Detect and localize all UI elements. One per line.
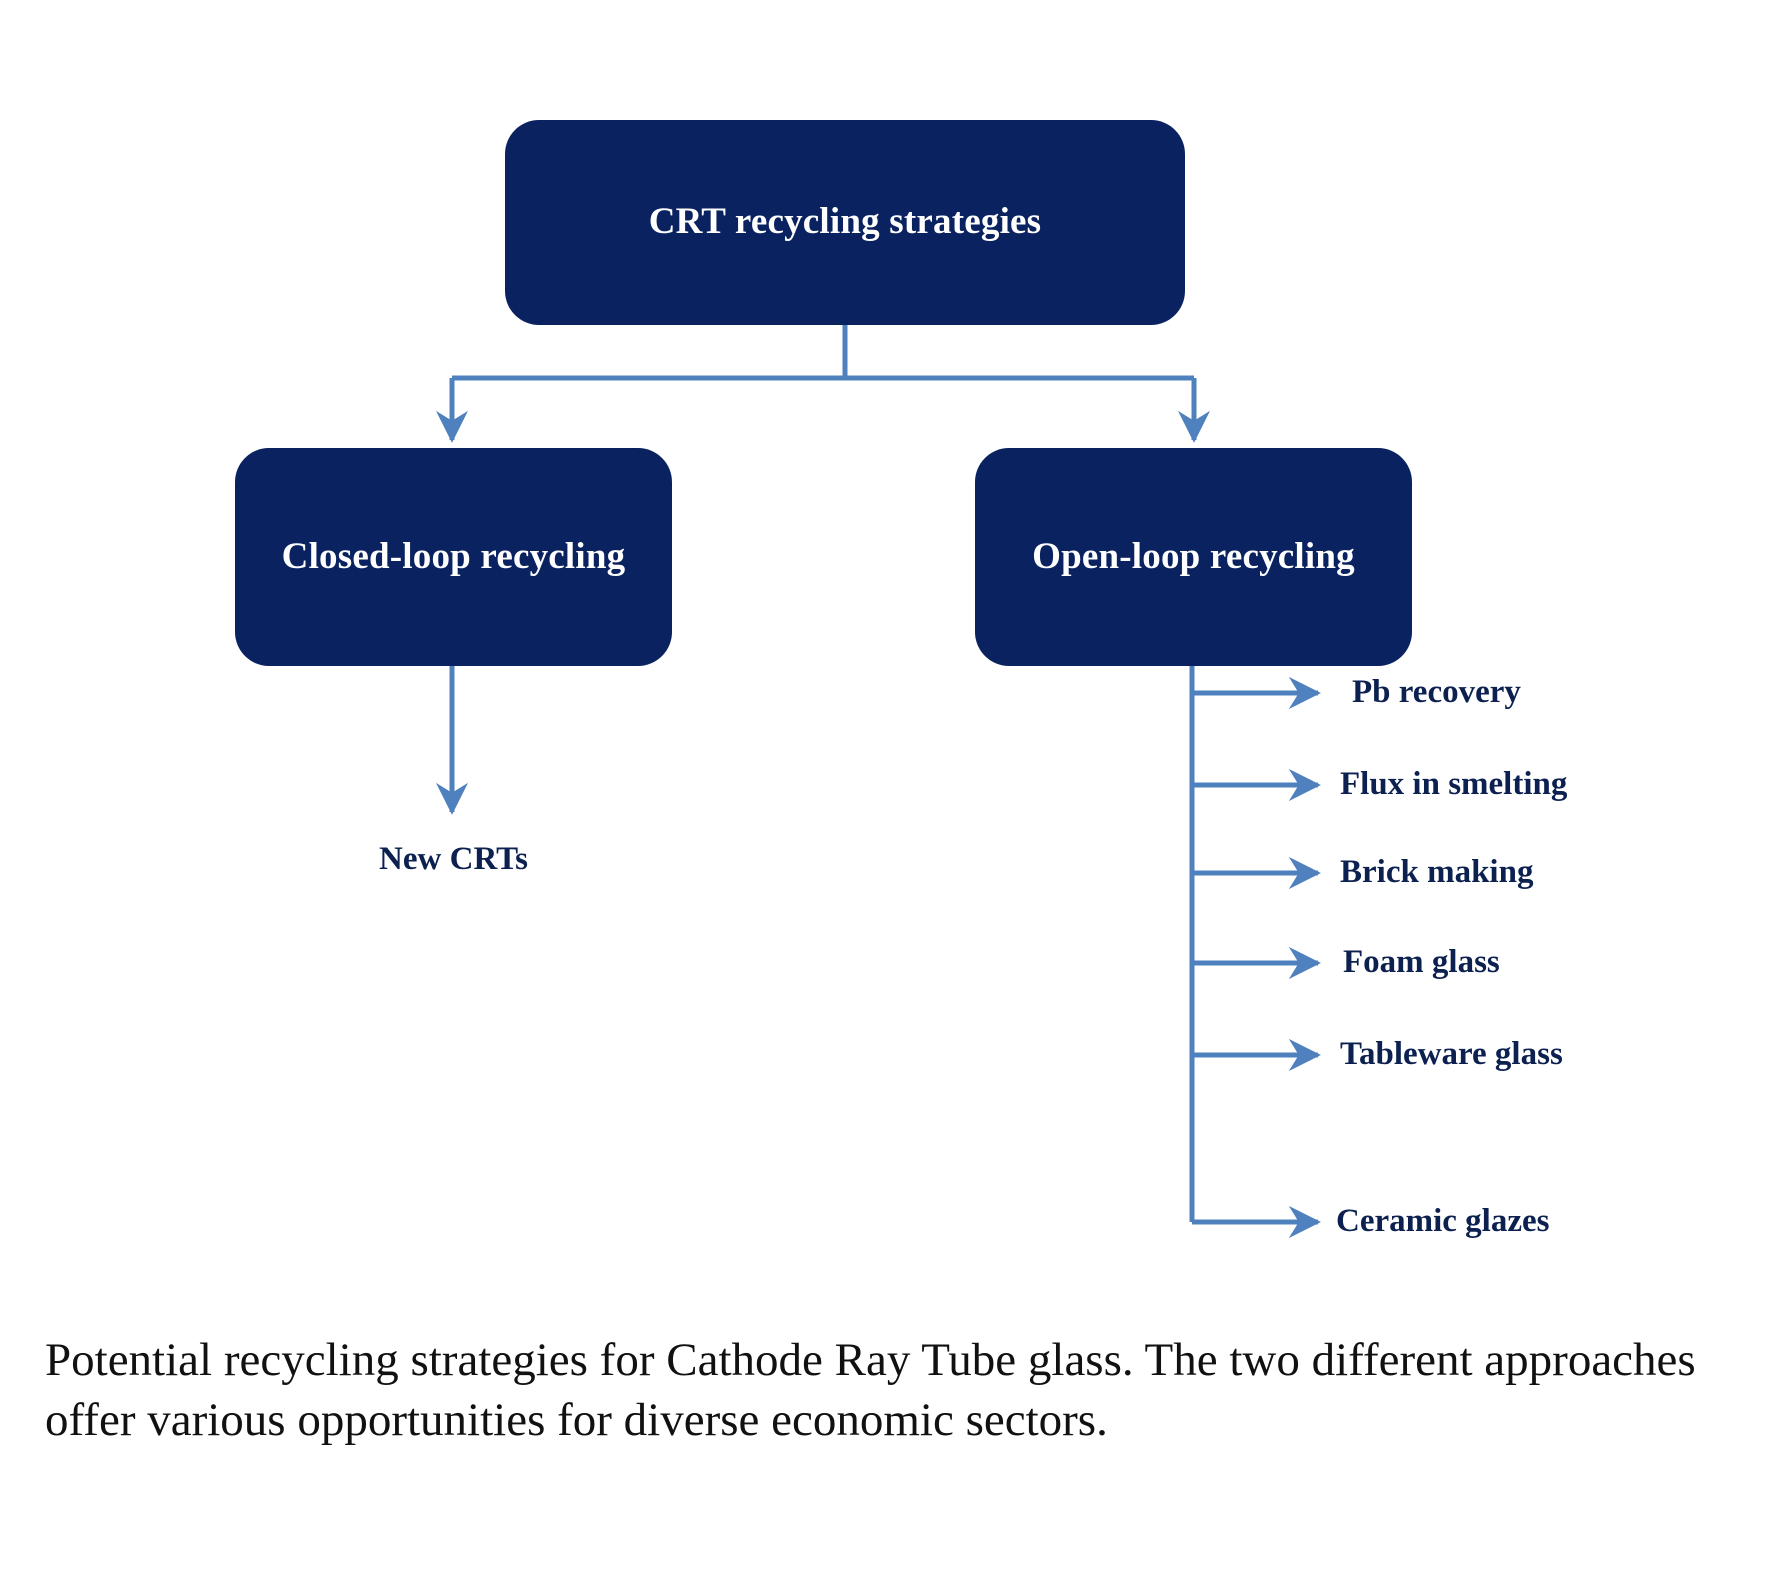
leaf-flux-in-smelting: Flux in smelting [1340, 766, 1568, 802]
figure-caption: Potential recycling strategies for Catho… [45, 1334, 1696, 1447]
node-crt-recycling-strategies-label: CRT recycling strategies [648, 201, 1042, 243]
leaf-new-crts: New CRTs [379, 841, 528, 877]
leaf-ceramic-glazes: Ceramic glazes [1336, 1203, 1550, 1239]
node-open-loop-recycling-label: Open-loop recycling [1032, 535, 1355, 577]
leaf-pb-recovery: Pb recovery [1352, 674, 1521, 710]
leaf-tableware-glass: Tableware glass [1340, 1036, 1563, 1072]
node-closed-loop-recycling[interactable]: Closed-loop recycling [235, 448, 672, 666]
node-closed-loop-recycling-label: Closed-loop recycling [281, 535, 626, 577]
leaf-foam-glass: Foam glass [1343, 944, 1500, 980]
node-open-loop-recycling[interactable]: Open-loop recycling [975, 448, 1412, 666]
node-crt-recycling-strategies[interactable]: CRT recycling strategies [505, 120, 1185, 325]
leaf-brick-making: Brick making [1340, 854, 1534, 890]
